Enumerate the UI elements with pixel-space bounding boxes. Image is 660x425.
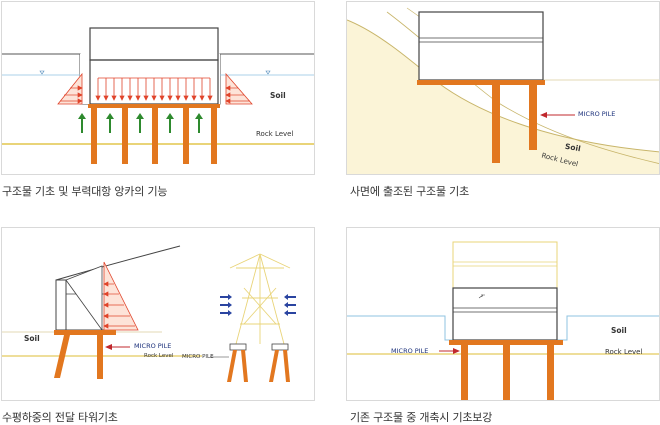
micro-pile-label: MICRO PILE [578,110,616,118]
micro-pile [547,345,554,400]
panel-1-caption: 구조물 기초 및 부력대항 앙카의 기능 [2,185,168,198]
diagram-panel-underpinning: Soil MICRO PILE Rock Level [346,227,660,401]
soil-label: Soil [24,334,40,343]
diagram-panel-tower-foundation: Soil MICRO PILE Rock Level MICRO PILE [1,227,315,401]
soil-label: Soil [611,326,627,335]
foundation-buoyancy-diagram [2,27,314,164]
micro-pile [97,335,103,379]
slope-foundation-diagram [347,7,659,174]
rock-level-label: Rock Level [605,348,643,356]
horizontal-load-arrow-icon [57,72,253,105]
uplift-arrow-icon [78,113,203,133]
load-arrow-icon [95,77,213,101]
micro-pile-small-label: MICRO PILE [182,354,214,360]
panel-2-caption: 사면에 출조된 구조물 기초 [350,185,470,198]
micro-pile [492,85,500,163]
tower-foundation-diagram [2,245,296,382]
diagram-panel-foundation-buoyancy: Soil Rock Level [1,1,315,175]
micro-pile [503,345,510,400]
transmission-tower [229,253,291,345]
rock-level-label: Rock Level [144,353,174,359]
micro-pile-label: MICRO PILE [134,342,172,350]
diagram-panel-slope-foundation: MICRO PILE Soil Rock Level [346,1,660,175]
panel-3-caption: 수평하중의 전달 타워기초 [2,411,118,424]
micro-pile [461,345,468,400]
horizontal-load-arrow-icon [220,294,296,316]
panel-4-caption: 기존 구조물 중 개축시 기초보강 [350,411,493,424]
micro-pile [54,335,70,378]
water-level-icon [2,70,314,76]
micro-pile [529,85,537,150]
micro-pile-label: MICRO PILE [391,347,429,355]
soil-label: Soil [270,91,286,100]
underpinning-diagram [347,241,659,400]
rock-level-label: Rock Level [256,130,294,138]
micro-piles [91,108,217,164]
